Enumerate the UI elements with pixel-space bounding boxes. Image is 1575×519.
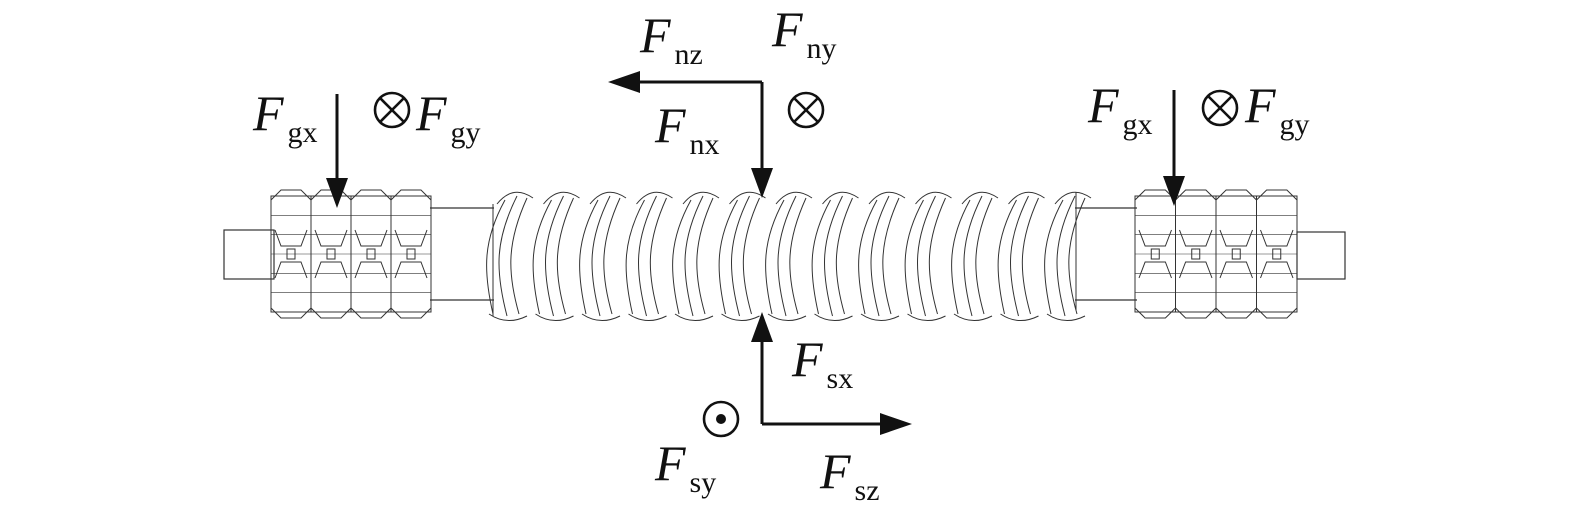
arrowhead-fsz [880, 413, 912, 435]
arrowhead-fgx-right [1163, 176, 1185, 206]
arrowhead-fsx [751, 312, 773, 342]
arrowhead-fnx [751, 168, 773, 198]
screw-shaft [486, 191, 1092, 321]
arrowhead-fgx-left [326, 178, 348, 208]
into-page-symbol-left [373, 91, 411, 129]
arrowhead-fnz [608, 71, 640, 93]
force-arrows [326, 71, 1185, 435]
into-page-symbol-right [1201, 89, 1239, 127]
out-of-page-symbol [702, 400, 740, 438]
into-page-symbol-center [787, 91, 825, 129]
left-roller [270, 189, 432, 319]
right-roller [1134, 189, 1298, 319]
left-shaft [223, 207, 494, 301]
